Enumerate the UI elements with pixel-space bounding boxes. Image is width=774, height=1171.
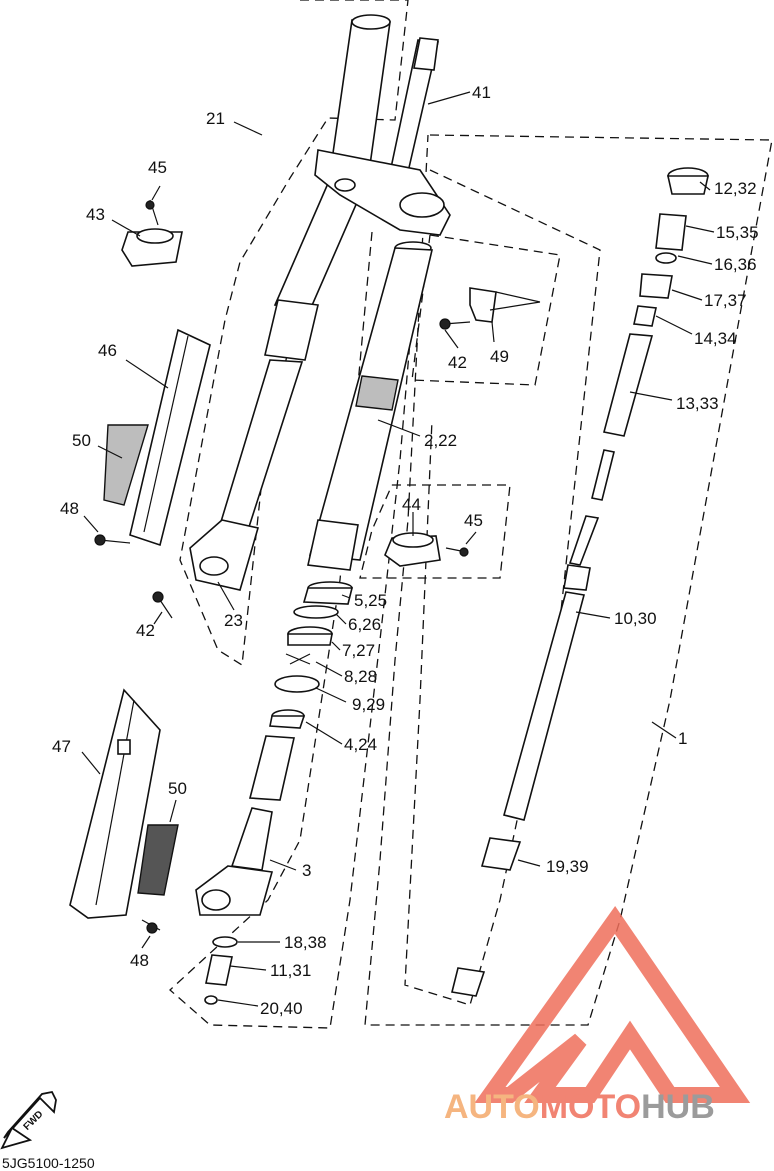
callout-42-left: 42 [136,621,155,640]
callout-15-35: 15,35 [716,223,759,242]
callout-5-25: 5,25 [354,591,387,610]
callout-19-39: 19,39 [546,857,589,876]
watermark-text-auto: AUTO [444,1088,540,1126]
inner-tube-2 [307,241,433,571]
callout-11-31: 11,31 [270,961,311,980]
callout-43: 43 [86,205,105,224]
decal-50-lower [137,824,179,896]
group-outline-49 [411,234,561,386]
steering-stem-41 [314,37,451,236]
svg-text:AUTOMOTOHUB: AUTOMOTOHUB [444,1088,715,1126]
fork-guard-lower-47 [69,688,179,919]
diagram-code: 5JG5100-1250 [2,1155,95,1171]
callout-9-29: 9,29 [352,695,385,714]
callout-41: 41 [472,83,491,102]
callout-47: 47 [52,737,71,756]
callout-6-26: 6,26 [348,615,381,634]
group-outline-44 [359,484,511,579]
clamp-43 [121,199,183,267]
callout-10-30: 10,30 [614,609,657,628]
fork-guard-upper-46 [103,328,211,547]
clamp-44 [384,532,469,567]
watermark-text-moto: MOTO [540,1088,641,1126]
callout-4-24: 4,24 [344,735,377,754]
callout-46: 46 [98,341,117,360]
watermark-text-hub: HUB [641,1088,715,1126]
fwd-direction-arrow: FWD [0,1090,57,1150]
callout-2-22: 2,22 [424,431,457,450]
callout-45-upper: 45 [148,158,167,177]
callout-44: 44 [402,495,421,514]
bottom-small-parts [94,534,238,1005]
callout-labels: 21 41 45 43 12,32 15,35 16,36 17,37 14,3… [52,83,759,1018]
decal-50-upper [103,424,149,506]
callout-48-upper: 48 [60,499,79,518]
callout-1: 1 [678,729,687,748]
callout-49: 49 [490,347,509,366]
bracket-49 [439,287,497,330]
callout-13-33: 13,33 [676,394,719,413]
callout-21: 21 [206,109,225,128]
leader-lines [81,91,715,1007]
callout-8-28: 8,28 [344,667,377,686]
callout-20-40: 20,40 [260,999,303,1018]
callout-12-32: 12,32 [714,179,757,198]
callout-23: 23 [224,611,243,630]
group-outline-inner [404,169,601,1006]
watermark-logo: AUTOMOTOHUB [444,906,751,1126]
group-outline-1 [364,134,773,1026]
callout-7-27: 7,27 [342,641,375,660]
damper-assembly-1 [451,167,709,997]
callout-42-bracket: 42 [448,353,467,372]
callout-45-lower: 45 [464,511,483,530]
seal-stack [269,581,354,729]
callout-17-37: 17,37 [704,291,747,310]
outer-tube-21 [189,14,391,591]
callout-50-lower: 50 [168,779,187,798]
lower-tube-3 [195,735,295,916]
group-outlines [169,0,773,1029]
callout-14-34: 14,34 [694,329,737,348]
callout-50-upper: 50 [72,431,91,450]
callout-18-38: 18,38 [284,933,327,952]
callout-16-36: 16,36 [714,255,757,274]
callout-3: 3 [302,861,311,880]
watermark-triangle-icon [474,906,751,1103]
callout-48-lower: 48 [130,951,149,970]
